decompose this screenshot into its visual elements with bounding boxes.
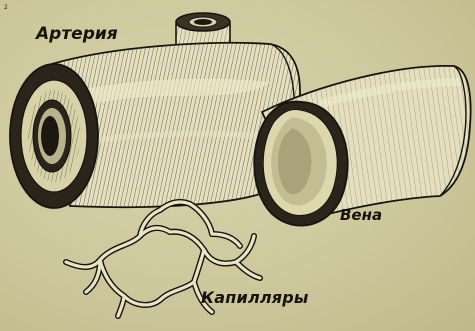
capillaries-label: Капилляры (201, 290, 309, 306)
vein-cross-section (254, 102, 347, 226)
corner-mark: 2 (4, 4, 8, 11)
artery-label: Артерия (36, 26, 118, 43)
artery-cross-section (10, 64, 98, 208)
vein-label: Вена (340, 208, 382, 223)
